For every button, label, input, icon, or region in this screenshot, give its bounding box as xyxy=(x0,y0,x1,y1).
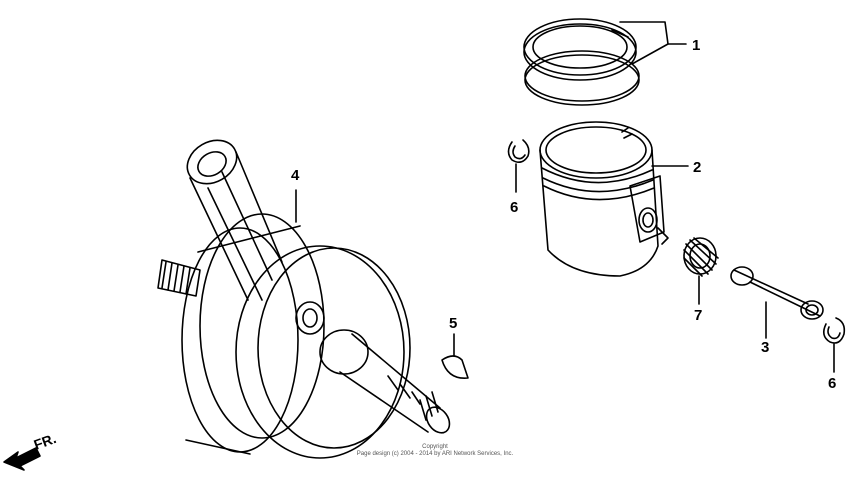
piston-pin-clip-left[interactable] xyxy=(507,139,530,164)
callout-4[interactable]: 4 xyxy=(291,167,300,184)
callout-2[interactable]: 2 xyxy=(693,159,701,176)
needle-bearing[interactable] xyxy=(683,237,719,277)
piston[interactable] xyxy=(539,121,669,277)
crankshaft-assembly[interactable] xyxy=(157,132,454,459)
piston-pin-clip-right[interactable] xyxy=(822,317,846,344)
copyright-title: Copyright xyxy=(422,444,448,450)
callout-6-right[interactable]: 6 xyxy=(828,375,836,392)
callout-6-left[interactable]: 6 xyxy=(510,199,518,216)
front-direction-arrow-icon xyxy=(3,447,41,471)
callout-1[interactable]: 1 xyxy=(692,37,700,54)
front-indicator-label: FR. xyxy=(32,430,59,453)
leader-line-1 xyxy=(619,21,687,65)
callout-5[interactable]: 5 xyxy=(449,315,457,332)
woodruff-key[interactable] xyxy=(441,355,469,379)
callout-7[interactable]: 7 xyxy=(694,307,702,324)
copyright-notice: Page design (c) 2004 - 2014 by ARI Netwo… xyxy=(356,451,514,457)
piston-ring-set[interactable] xyxy=(523,18,640,106)
callout-3[interactable]: 3 xyxy=(761,339,769,356)
piston-pin[interactable] xyxy=(730,266,824,320)
